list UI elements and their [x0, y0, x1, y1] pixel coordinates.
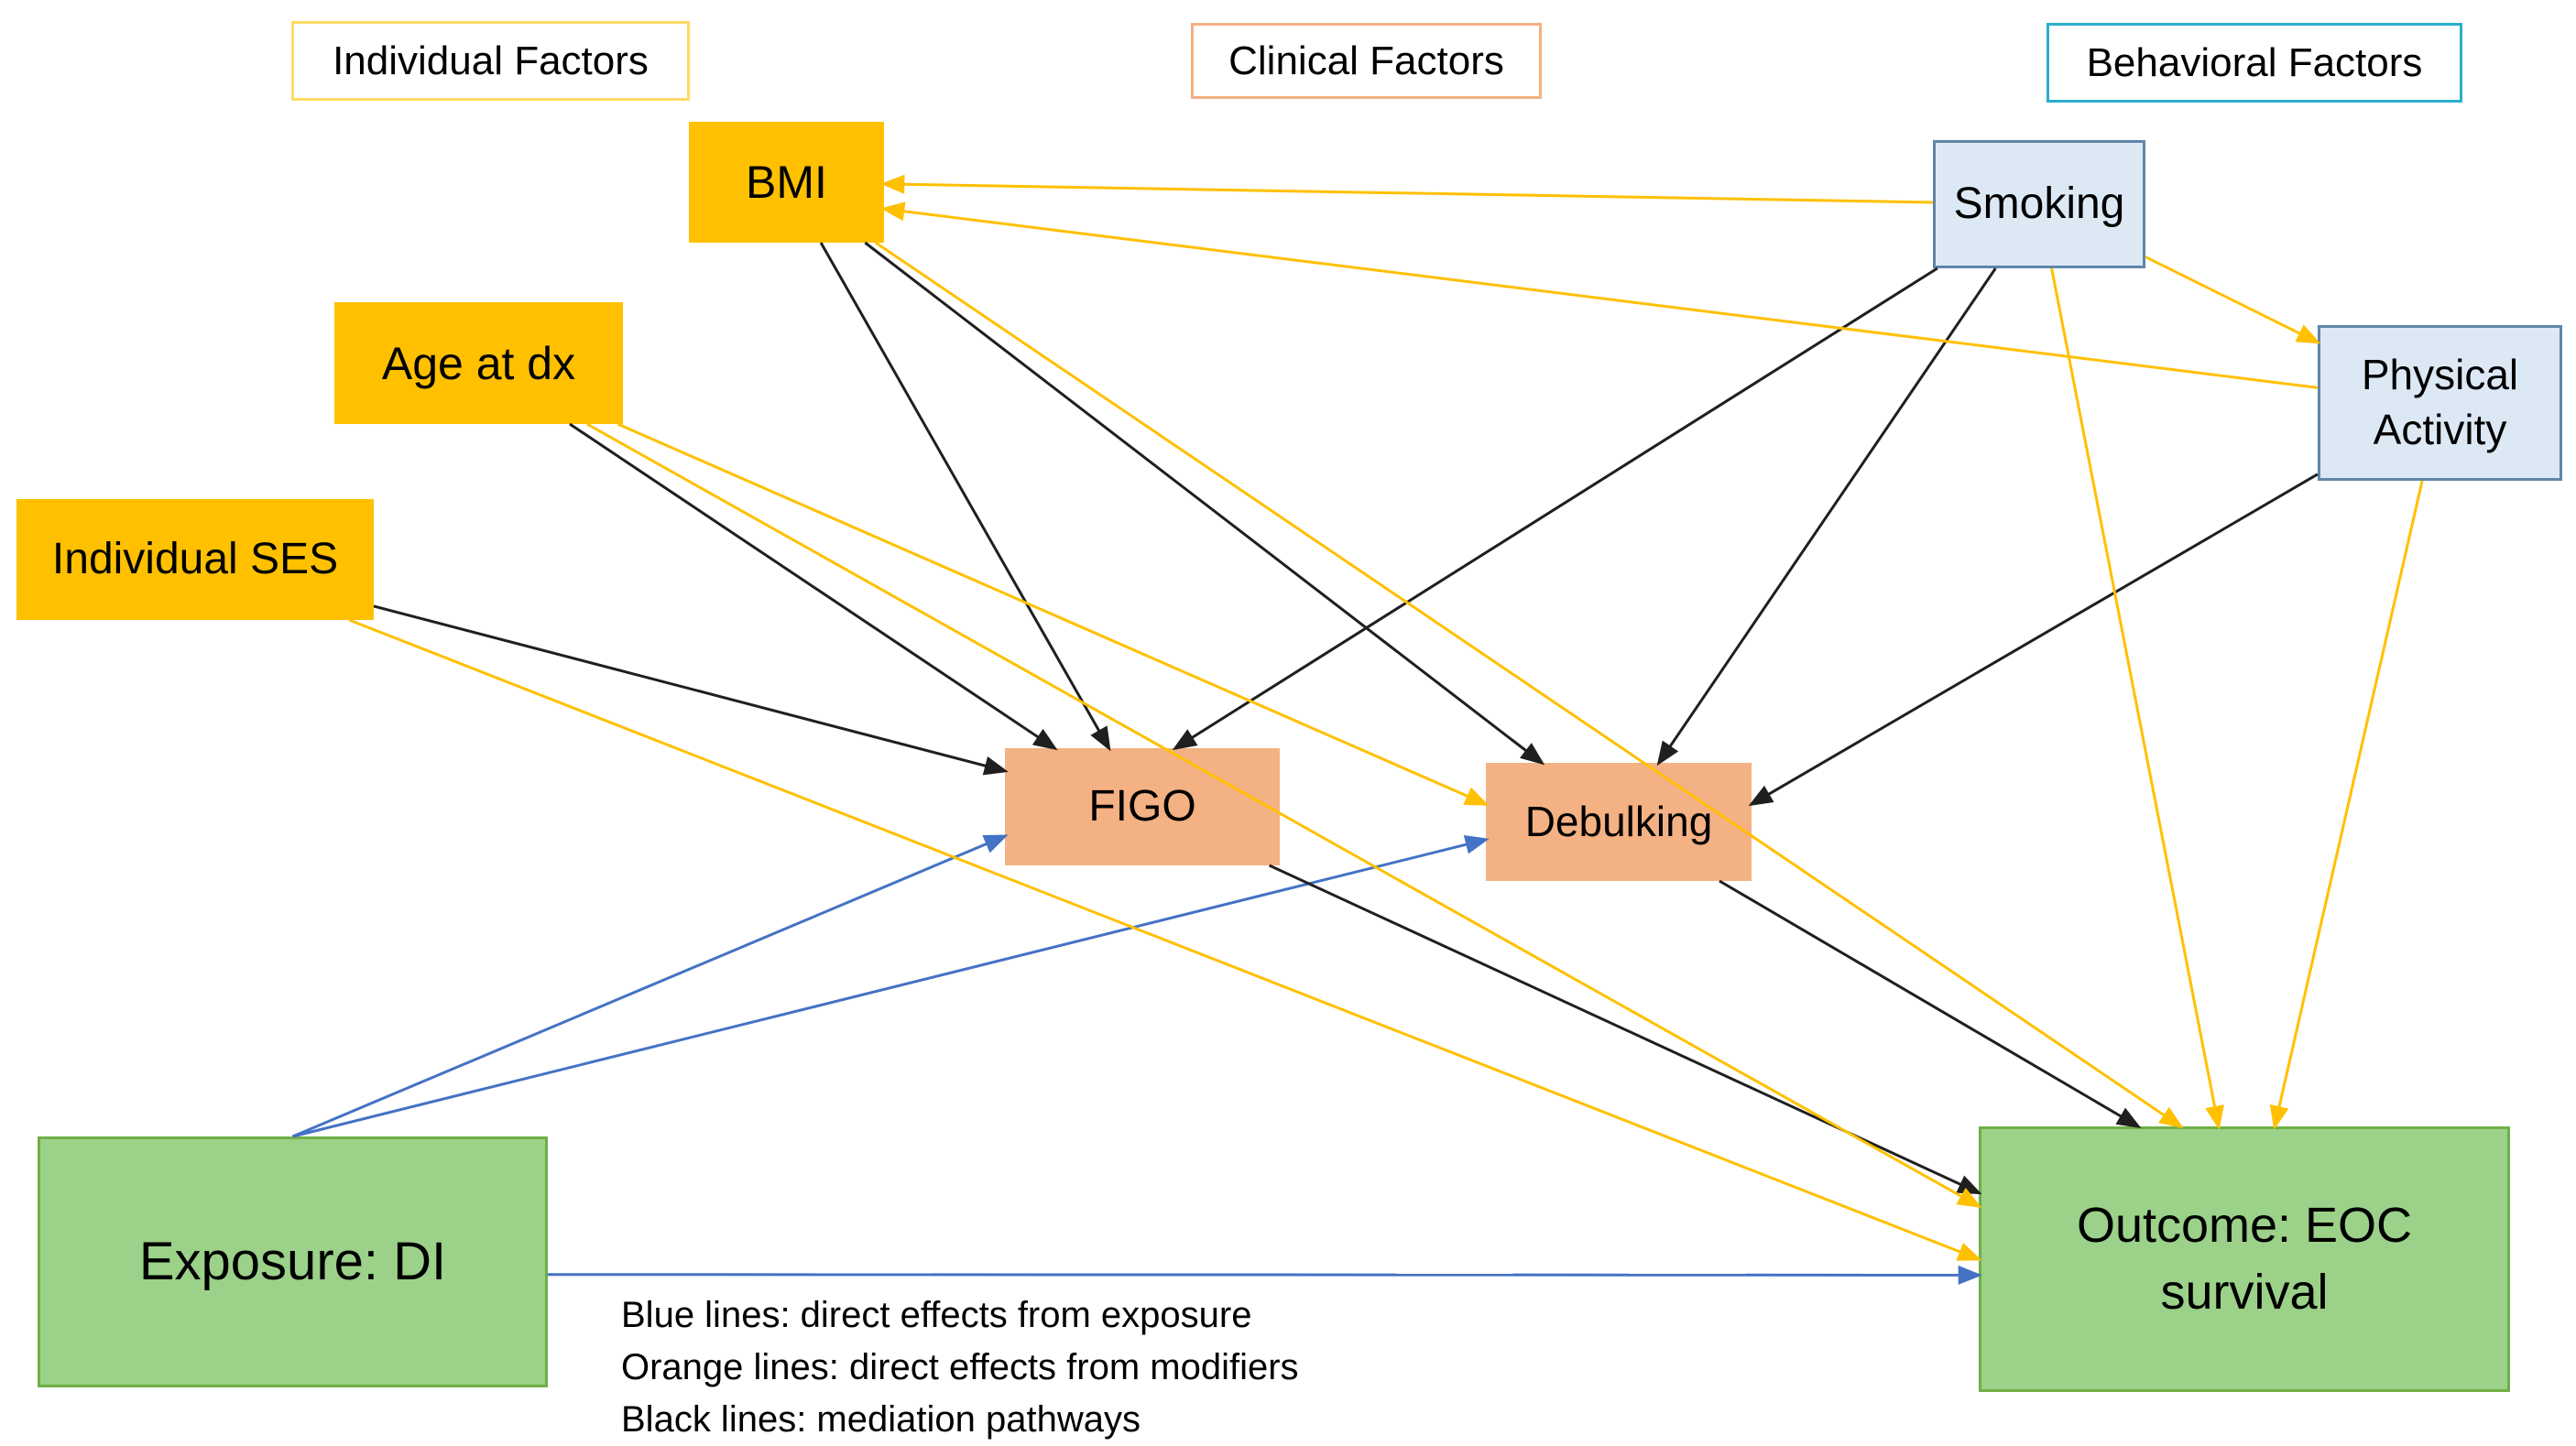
- node-age-at-dx-label: Age at dx: [381, 337, 576, 389]
- node-physical-activity-label: Physical Activity: [2361, 351, 2519, 453]
- legend-orange-lines: Orange lines: direct effects from modifi…: [621, 1347, 1299, 1387]
- group-header-clinical-factors-label: Clinical Factors: [1228, 38, 1504, 83]
- edge-ses-to-outcome: [348, 618, 1982, 1261]
- node-outcome-eoc-survival: Outcome: EOC survival: [1979, 1126, 2510, 1392]
- edge-smoking-to-pa: [2145, 255, 2321, 344]
- node-smoking: Smoking: [1933, 140, 2145, 268]
- group-header-clinical-factors: Clinical Factors: [1191, 23, 1542, 99]
- node-bmi: BMI: [689, 122, 884, 243]
- edge-bmi-to-debulking: [864, 241, 1545, 766]
- edge-age-to-outcome: [586, 422, 1982, 1208]
- edge-bmi-to-outcome: [875, 241, 2184, 1129]
- edge-bmi-to-figo: [819, 242, 1111, 752]
- node-smoking-label: Smoking: [1953, 179, 2125, 229]
- node-physical-activity: Physical Activity: [2318, 325, 2562, 481]
- edge-exposure-to-figo: [291, 834, 1009, 1138]
- node-individual-ses: Individual SES: [16, 499, 374, 620]
- edge-age-to-figo: [569, 422, 1058, 751]
- node-exposure-di: Exposure: DI: [38, 1136, 548, 1387]
- node-exposure-di-label: Exposure: DI: [138, 1232, 447, 1292]
- edge-exposure-to-debulking: [292, 835, 1490, 1138]
- node-debulking-label: Debulking: [1524, 797, 1713, 845]
- edge-age-to-debulking: [617, 422, 1490, 806]
- node-figo: FIGO: [1005, 748, 1280, 865]
- legend-black-lines: Black lines: mediation pathways: [621, 1399, 1141, 1440]
- edge-ses-to-figo: [373, 604, 1009, 776]
- edge-debulking-to-outcome: [1719, 879, 2142, 1128]
- node-outcome-eoc-survival-label: Outcome: EOC survival: [2076, 1198, 2413, 1320]
- group-header-behavioral-factors-label: Behavioral Factors: [2086, 39, 2423, 85]
- legend: Blue lines: direct effects from exposure…: [621, 1289, 1299, 1446]
- group-header-individual-factors-label: Individual Factors: [333, 38, 649, 83]
- edge-smoking-to-debulking: [1656, 267, 1997, 766]
- edge-smoking-to-outcome: [2050, 267, 2224, 1130]
- edge-figo-to-outcome: [1268, 864, 1982, 1195]
- node-figo-label: FIGO: [1088, 782, 1196, 832]
- legend-blue-lines: Blue lines: direct effects from exposure: [621, 1295, 1252, 1335]
- group-header-behavioral-factors: Behavioral Factors: [2047, 23, 2462, 103]
- edge-smoking-to-figo: [1172, 266, 1938, 751]
- edge-exposure-to-outcome: [547, 1265, 1982, 1285]
- node-individual-ses-label: Individual SES: [51, 535, 339, 584]
- edge-pa-to-debulking: [1748, 473, 2319, 807]
- node-age-at-dx: Age at dx: [334, 302, 623, 424]
- node-bmi-label: BMI: [746, 157, 827, 208]
- edge-pa-to-outcome: [2269, 480, 2424, 1130]
- edge-smoking-to-bmi: [880, 174, 1934, 204]
- group-header-individual-factors: Individual Factors: [291, 21, 690, 101]
- node-debulking: Debulking: [1486, 763, 1752, 881]
